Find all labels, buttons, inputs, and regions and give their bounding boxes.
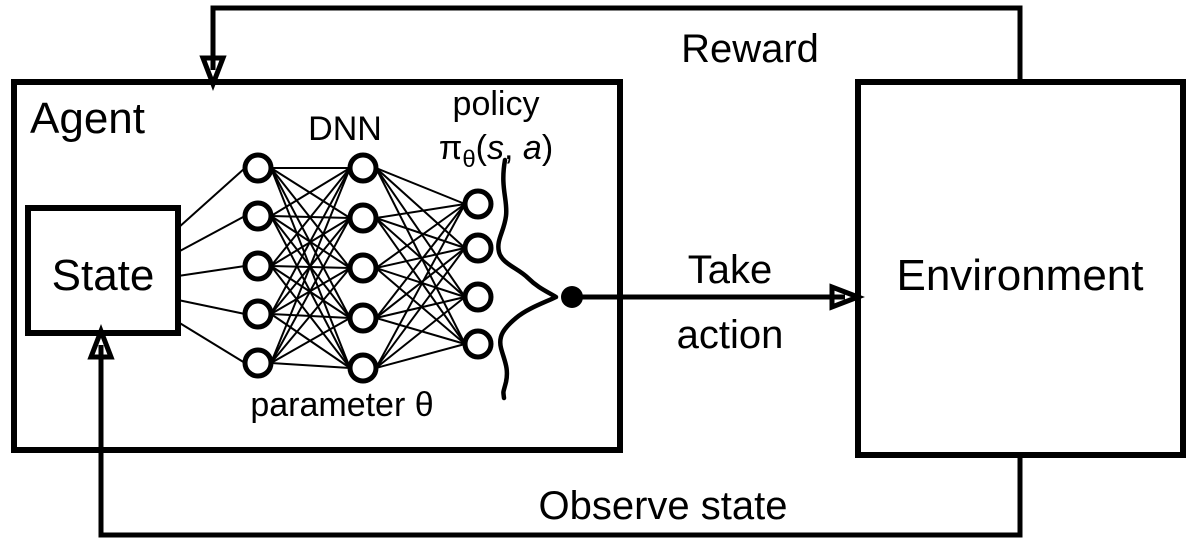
layer1-to-layer2-edges — [270, 167, 351, 369]
policy-formula-comma: , — [504, 129, 523, 167]
dnn-output-nodes — [462, 188, 494, 360]
policy-formula-paren-close: ) — [542, 129, 553, 167]
dnn-layer-1-nodes — [242, 152, 274, 379]
agent-label: Agent — [30, 94, 145, 143]
take-action-arrowhead — [829, 283, 865, 311]
dnn-node — [462, 281, 494, 313]
dnn-layer-2-nodes — [347, 152, 379, 384]
dnn-node — [347, 152, 379, 184]
policy-distribution-curve — [496, 157, 559, 401]
policy-formula-s: s — [487, 129, 504, 167]
reward-label: Reward — [681, 27, 819, 71]
dnn-node — [347, 302, 379, 334]
environment-label: Environment — [896, 251, 1143, 300]
dnn-node — [462, 232, 494, 264]
dnn-node — [242, 250, 274, 282]
state-to-layer1-edges — [177, 167, 246, 364]
observe-state-flow — [87, 324, 1023, 538]
policy-formula-theta: θ — [462, 146, 475, 173]
dnn-node — [242, 347, 274, 379]
dnn-node — [242, 298, 274, 330]
reward-flow-path — [210, 5, 1023, 82]
take-action-flow — [561, 283, 865, 311]
policy-formula-a: a — [523, 129, 542, 167]
dnn-node — [347, 352, 379, 384]
layer2-to-output-edges — [375, 167, 466, 369]
state-box — [25, 205, 181, 336]
policy-formula-pi: π — [439, 129, 462, 167]
parameter-label: parameter θ — [250, 386, 433, 424]
environment-box — [855, 79, 1186, 458]
policy-label: policy — [453, 85, 540, 123]
take-action-label-line1: Take — [688, 248, 773, 292]
dnn-node — [462, 328, 494, 360]
observe-state-label: Observe state — [538, 484, 787, 528]
observe-state-arrowhead — [87, 324, 115, 360]
reward-arrowhead — [199, 55, 227, 91]
policy-formula-paren-open: ( — [476, 129, 488, 167]
reward-flow — [199, 5, 1023, 91]
dnn-node — [242, 152, 274, 184]
dnn-node — [347, 252, 379, 284]
agent-box — [11, 79, 623, 453]
dnn-node — [347, 202, 379, 234]
state-label: State — [52, 251, 155, 300]
take-action-label-line2: action — [677, 313, 784, 357]
observe-state-flow-path — [98, 345, 1023, 538]
dnn-node — [242, 200, 274, 232]
dnn-node — [462, 188, 494, 220]
policy-formula: πθ(s, a) — [439, 129, 553, 173]
dnn-label: DNN — [308, 110, 382, 148]
